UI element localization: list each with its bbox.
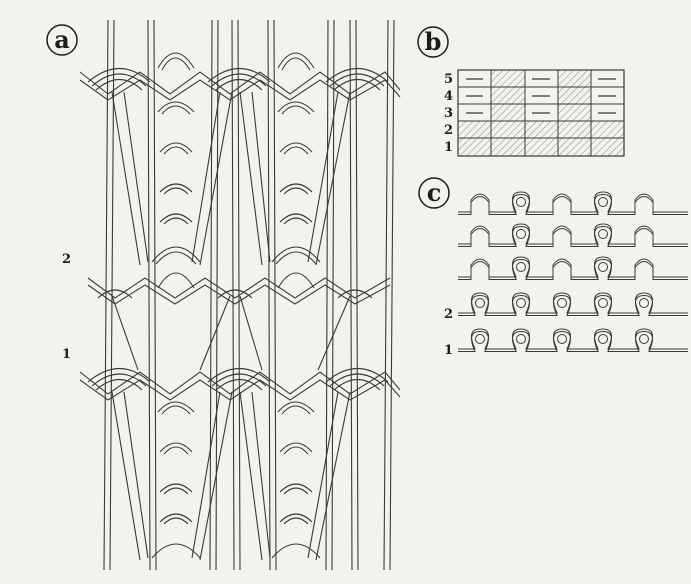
panel-c-loop-yarn (517, 335, 526, 344)
panel-b: b (418, 27, 624, 156)
panel-c-row-label-1: 1 (444, 343, 453, 358)
panel-a-elongated-loops (112, 92, 350, 560)
panel-a-letter: a (54, 25, 70, 54)
panel-c-loop-yarn (599, 335, 608, 344)
panel-c: c 2 1 (419, 178, 688, 358)
panel-b-row-label-1: 1 (444, 140, 453, 155)
panel-c-loop-yarn (640, 335, 649, 344)
panel-b-row-label-3: 3 (444, 106, 453, 121)
panel-c-loop-yarn (517, 230, 526, 239)
panel-a-row-label-1: 1 (62, 347, 71, 362)
panel-b-row-label-2: 2 (444, 123, 453, 138)
panel-a-loop-chains (98, 53, 372, 558)
panel-b-row-label-4: 4 (444, 89, 453, 104)
panel-c-loop-yarn (517, 198, 526, 207)
panel-b-grid (458, 70, 624, 156)
panel-c-loop-yarn (558, 299, 567, 308)
panel-c-loop-yarn (558, 335, 567, 344)
panel-c-loop-yarn (640, 299, 649, 308)
panel-b-letter: b (425, 27, 442, 56)
panel-c-courses (458, 192, 688, 352)
panel-c-letter: c (427, 178, 442, 207)
panel-c-course-profile (458, 293, 688, 313)
panel-a: a (47, 20, 400, 570)
panel-c-loop-yarn (599, 230, 608, 239)
panel-c-loop-yarn (599, 198, 608, 207)
panel-c-loop-yarn (476, 299, 485, 308)
panel-c-loop-yarn (517, 299, 526, 308)
panel-c-loop-yarn (599, 263, 608, 272)
panel-b-row-label-5: 5 (444, 72, 453, 87)
panel-c-loop-yarn (476, 335, 485, 344)
panel-c-loop-yarn (599, 299, 608, 308)
panel-a-row-label-2: 2 (62, 252, 71, 267)
panel-c-row-label-2: 2 (444, 307, 453, 322)
panel-c-loop-yarn (517, 263, 526, 272)
panel-c-course-profile (458, 329, 688, 349)
